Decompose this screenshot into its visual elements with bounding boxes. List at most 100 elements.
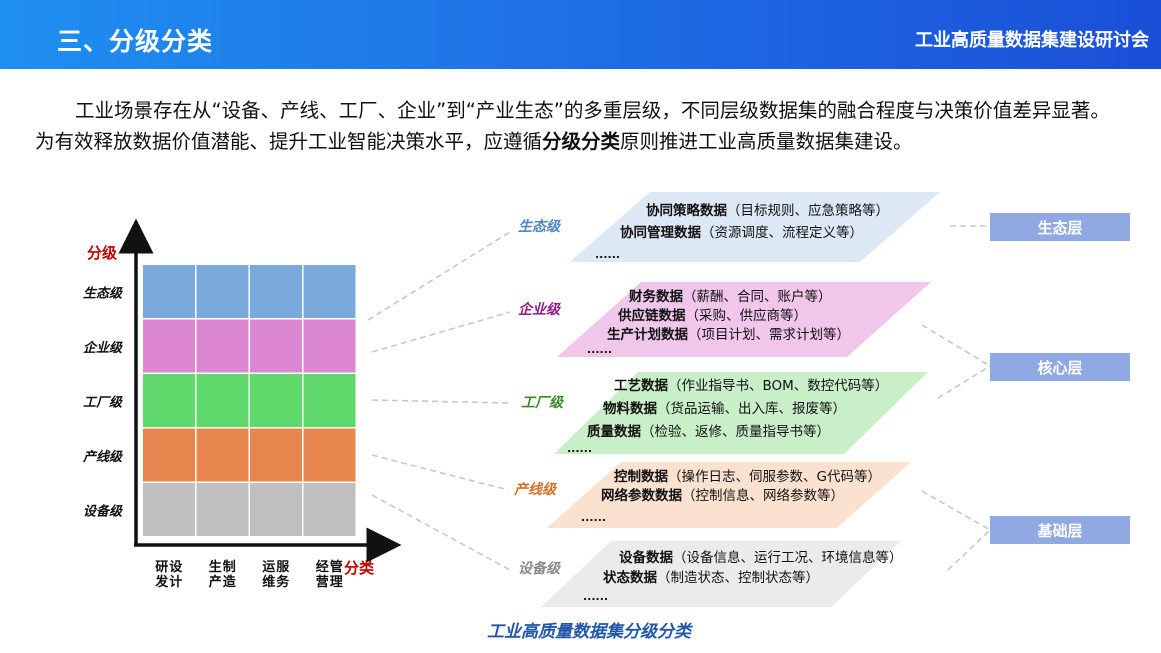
- plane-more-dots: ......: [595, 248, 620, 261]
- intro-text-bold: 分级分类: [542, 130, 621, 153]
- intro-text-after: 原则推进工业高质量数据集建设。: [620, 130, 913, 153]
- plane-data-item: 协同策略数据（目标规则、应急策略等）: [646, 202, 889, 219]
- connector-line: [921, 490, 991, 531]
- plane-data-item: 设备数据（设备信息、运行工况、环境信息等）: [619, 549, 903, 566]
- connector-line: [937, 365, 991, 399]
- connector-line: [371, 399, 511, 404]
- matrix-cell: [196, 483, 249, 536]
- connector-line: [947, 529, 991, 571]
- plane-data-item: 财务数据（薪酬、合同、账户等）: [628, 288, 832, 305]
- plane-5: [541, 541, 901, 607]
- plane-data-item: 供应链数据（采购、供应商等）: [617, 307, 807, 324]
- data-item-desc: （操作日志、伺服参数、G代码等）: [668, 468, 881, 485]
- category-label: 生产制造: [209, 559, 237, 590]
- connector-line: [921, 324, 991, 367]
- layer-label: 生态层: [1037, 219, 1082, 237]
- data-item-desc: （设备信息、运行工况、环境信息等）: [673, 549, 903, 566]
- matrix-cell: [143, 374, 195, 427]
- data-item-desc: （作业指导书、BOM、数控代码等）: [668, 377, 888, 394]
- plane-data-item: 网络参数数据（控制信息、网络参数等）: [601, 487, 844, 504]
- plane-data-item: 控制数据（操作日志、伺服参数、G代码等）: [614, 468, 881, 485]
- matrix-cell: [303, 265, 356, 318]
- data-item-name: 协同管理数据: [620, 224, 701, 241]
- data-item-name: 协同策略数据: [646, 202, 727, 219]
- data-item-desc: （采购、供应商等）: [686, 307, 808, 324]
- plane-data-item: 生产计划数据（项目计划、需求计划等）: [607, 326, 850, 343]
- matrix-cell: [250, 428, 302, 482]
- event-title: 工业高质量数据集建设研讨会: [915, 30, 1149, 51]
- matrix-cell: [196, 374, 249, 427]
- plane-data-item: 物料数据（货品运输、出入库、报废等）: [603, 400, 846, 417]
- data-item-desc: （制造状态、控制状态等）: [657, 569, 819, 586]
- category-label: 经营管理: [316, 559, 343, 590]
- x-axis-title: 分类: [344, 559, 375, 577]
- plane-3: [554, 372, 928, 454]
- plane-data-item: 工艺数据（作业指导书、BOM、数控代码等）: [614, 377, 888, 394]
- connector-line: [371, 311, 511, 353]
- connector-line: [371, 494, 511, 571]
- level-label: 产线级: [82, 449, 123, 465]
- data-item-name: 网络参数数据: [601, 487, 682, 504]
- matrix-cell: [250, 374, 302, 427]
- level-label: 生态级: [83, 285, 123, 301]
- category-label: 运维服务: [262, 560, 290, 590]
- matrix-cell: [303, 483, 356, 536]
- category-label: 研发设计: [154, 560, 183, 590]
- data-item-desc: （控制信息、网络参数等）: [682, 487, 844, 504]
- header-bar: 三、分级分类 工业高质量数据集建设研讨会: [0, 0, 1161, 69]
- plane-data-item: 协同管理数据（资源调度、流程定义等）: [620, 224, 863, 241]
- matrix-cell: [303, 428, 356, 482]
- data-item-desc: （项目计划、需求计划等）: [688, 326, 850, 343]
- layer-label: 核心层: [1037, 359, 1082, 377]
- layer-box: [990, 516, 1130, 544]
- plane-2: [557, 282, 931, 357]
- plane-data-item: 状态数据（制造状态、控制状态等）: [603, 569, 819, 586]
- data-item-name: 工艺数据: [614, 377, 668, 394]
- data-item-name: 控制数据: [614, 468, 668, 485]
- matrix-cell: [250, 319, 302, 373]
- plane-more-dots: ......: [567, 442, 592, 455]
- layer-label: 基础层: [1036, 522, 1082, 540]
- level-label: 企业级: [83, 340, 123, 356]
- matrix-cell: [303, 374, 356, 427]
- matrix-cell: [250, 265, 302, 318]
- plane-level-label: 企业级: [518, 301, 562, 318]
- page-title: 三、分级分类: [57, 27, 214, 56]
- plane-level-label: 设备级: [518, 560, 562, 577]
- matrix-cell: [143, 483, 195, 536]
- level-label: 设备级: [83, 503, 123, 519]
- data-item-name: 财务数据: [628, 288, 683, 305]
- plane-4: [547, 462, 911, 528]
- data-item-desc: （检验、返修、质量指导书等）: [641, 423, 830, 440]
- level-label: 工厂级: [83, 394, 123, 410]
- matrix-cell: [143, 319, 195, 373]
- connector-lines: [367, 225, 991, 571]
- intro-text-before: 工业场景存在从“设备、产线、工厂、企业”到“产业生态”的多重层级，不同层级数据集…: [35, 99, 1110, 153]
- plane-1: [570, 192, 940, 262]
- plane-level-label: 产线级: [513, 481, 558, 498]
- data-item-desc: （薪酬、合同、账户等）: [683, 288, 832, 305]
- level-planes: 生态级 协同策略数据（目标规则、应急策略等） 协同管理数据（资源调度、流程定义等）.…: [513, 192, 940, 607]
- plane-more-dots: ......: [581, 511, 606, 524]
- plane-more-dots: ......: [587, 343, 612, 356]
- plane-more-dots: ......: [583, 590, 608, 603]
- data-item-name: 供应链数据: [617, 307, 686, 324]
- plane-level-label: 工厂级: [521, 394, 565, 411]
- data-item-desc: （货品运输、出入库、报废等）: [657, 400, 846, 417]
- connector-line: [371, 454, 509, 491]
- matrix-cell: [143, 428, 195, 482]
- diagram-caption: 工业高质量数据集分级分类: [487, 622, 691, 642]
- layer-box: [990, 353, 1130, 381]
- data-item-name: 设备数据: [619, 549, 673, 566]
- matrix-cell: [303, 319, 356, 373]
- data-item-desc: （资源调度、流程定义等）: [701, 224, 863, 241]
- data-item-name: 生产计划数据: [607, 326, 688, 343]
- plane-data-item: 质量数据（检验、返修、质量指导书等）: [587, 423, 830, 440]
- plane-level-label: 生态级: [518, 218, 562, 235]
- matrix-cell: [250, 483, 302, 536]
- y-axis-title: 分级: [87, 244, 118, 262]
- data-item-name: 质量数据: [587, 423, 641, 440]
